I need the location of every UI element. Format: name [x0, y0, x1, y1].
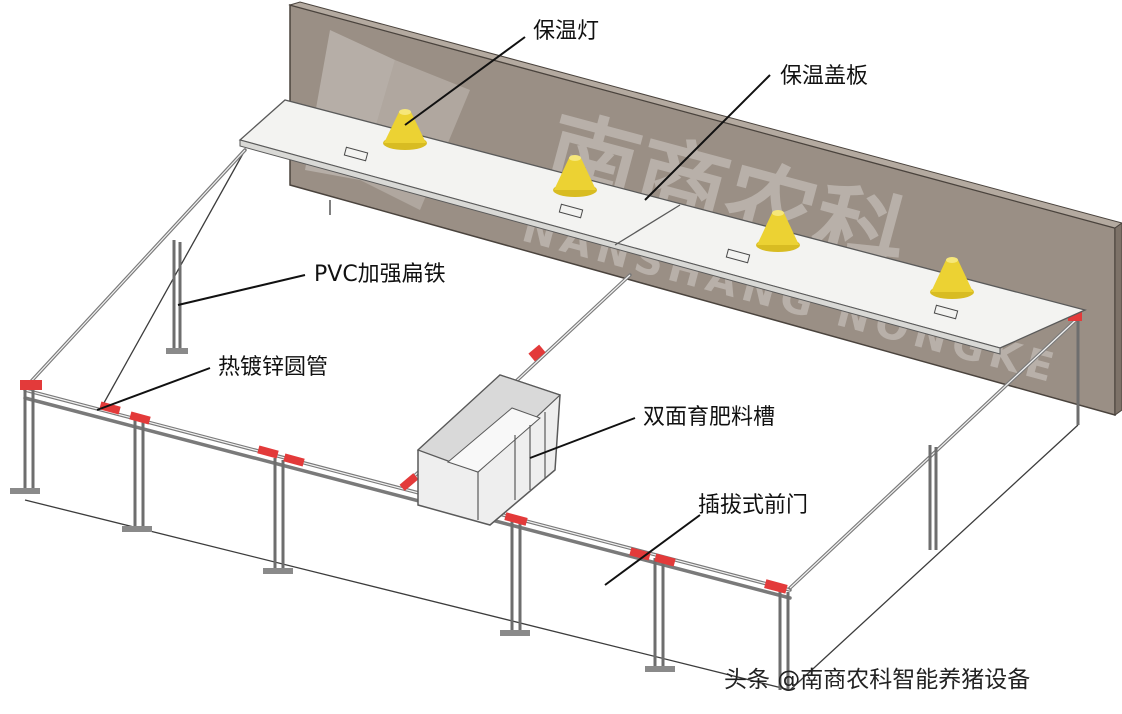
- heat-lamp: [756, 210, 800, 252]
- post-foot: [122, 526, 152, 532]
- clamps: [20, 312, 1082, 594]
- heat-lamp: [553, 155, 597, 197]
- right-panel-bottom-edge: [789, 424, 1079, 691]
- label-flat-iron: PVC加强扁铁: [314, 262, 446, 287]
- post-foot: [263, 568, 293, 574]
- rail-clamp: [1068, 312, 1082, 321]
- cover-board: [238, 99, 1087, 355]
- cover-hinge: [725, 248, 751, 264]
- cover-board-seam: [614, 204, 681, 246]
- cover-hinge: [933, 304, 959, 320]
- rail-clamp: [99, 401, 121, 415]
- heat-lamps: [383, 109, 974, 299]
- rail-clamp: [257, 445, 279, 459]
- feed-trough: [416, 374, 562, 526]
- label-lamp: 保温灯: [533, 19, 599, 44]
- label-trough: 双面育肥料槽: [643, 405, 775, 430]
- wall-top-face: [288, 1, 1122, 229]
- wall-side-face: [1114, 222, 1122, 416]
- leader-gate: [604, 514, 701, 586]
- leader-trough: [529, 417, 636, 459]
- cover-board-edge: [239, 139, 1001, 355]
- cover-hinge: [343, 146, 369, 162]
- label-gate: 插拔式前门: [698, 493, 808, 518]
- leader-pipe: [96, 367, 211, 411]
- credit-text: 头条 @南商农科智能养猪设备: [724, 667, 1030, 693]
- label-cover: 保温盖板: [780, 64, 868, 89]
- front-panel: [25, 390, 790, 690]
- trough-hopper: [446, 407, 541, 473]
- rail-clamp: [504, 512, 528, 526]
- rail-clamp: [528, 344, 546, 362]
- cover-hinge: [558, 203, 584, 219]
- post-foot: [500, 630, 530, 636]
- rail-clamp: [399, 473, 419, 491]
- post-foot: [645, 666, 675, 672]
- leader-flat-iron: [177, 274, 306, 306]
- right-top-rail-highlight: [789, 317, 1079, 589]
- rail-clamp: [20, 380, 42, 390]
- leader-lines: [96, 36, 771, 586]
- rail-clamp: [629, 547, 651, 561]
- leader-cover: [644, 74, 771, 201]
- rail-clamp: [129, 411, 151, 425]
- rail-clamp: [654, 553, 676, 567]
- post-foot: [10, 488, 40, 494]
- posts: [10, 240, 1080, 690]
- rail-clamp: [283, 453, 305, 467]
- heat-lamp: [930, 257, 974, 299]
- rail-clamp: [764, 579, 788, 594]
- heat-lamp: [383, 109, 427, 150]
- label-pipe: 热镀锌圆管: [218, 355, 328, 380]
- left-top-rail-highlight: [24, 149, 246, 389]
- leader-lamp: [404, 36, 526, 126]
- labels: 保温灯 保温盖板 PVC加强扁铁 热镀锌圆管 双面育肥料槽 插拔式前门: [218, 19, 868, 518]
- post-foot: [166, 348, 188, 354]
